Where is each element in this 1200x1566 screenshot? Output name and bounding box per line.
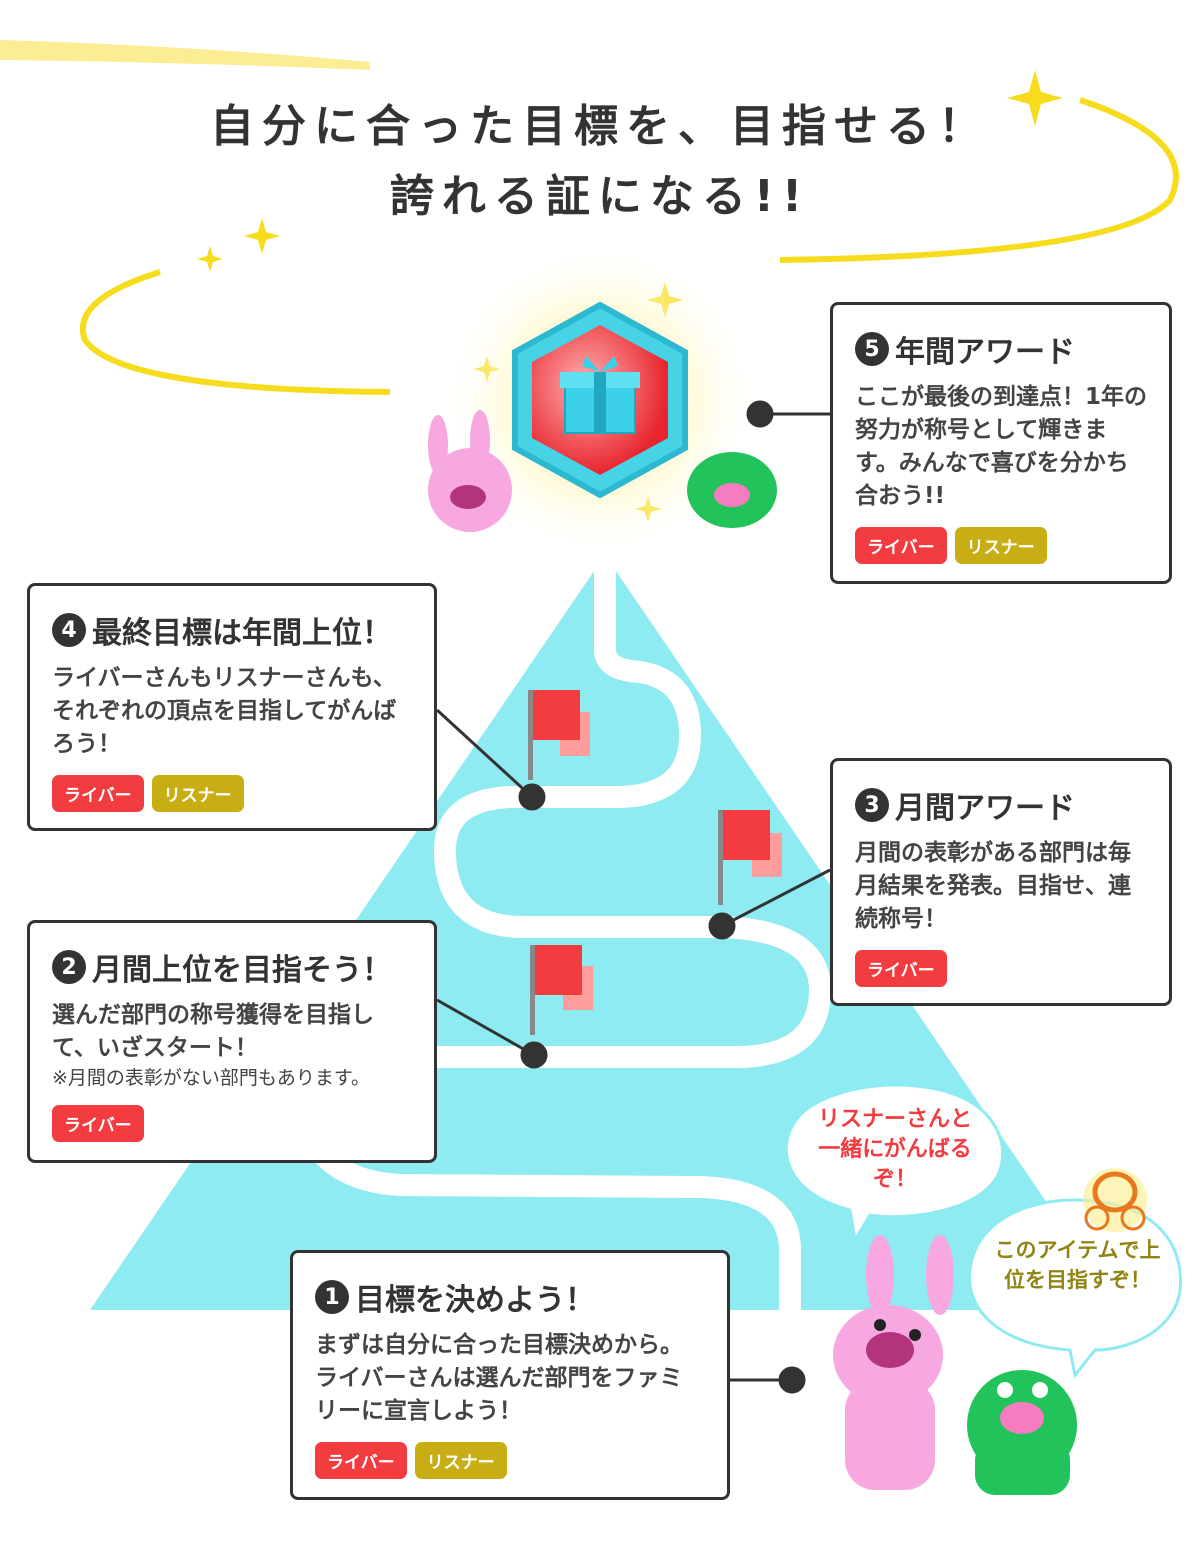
swoosh-right xyxy=(779,97,1179,263)
step-title: 目標を決めよう！ xyxy=(355,1283,595,1318)
step-title: 月間上位を目指そう！ xyxy=(92,953,392,988)
tag-liver: ライバー xyxy=(315,1442,407,1479)
step-number: 3 xyxy=(855,788,889,822)
step-text: ここが最後の到達点！1年の努力が称号として輝きます。みんなで喜びを分かち合おう!… xyxy=(855,384,1148,509)
step-number: 2 xyxy=(52,950,86,984)
headline-line-2: 誇れる証になる!! xyxy=(389,171,811,222)
rabbit-speech-bubble xyxy=(784,1083,1004,1245)
step-text: 選んだ部門の称号獲得を目指して、いざスタート！ xyxy=(52,1002,374,1061)
carriage-icon xyxy=(1083,1168,1147,1232)
flag-icon xyxy=(718,810,782,905)
headline-line-1: 自分に合った目標を、目指せる！ xyxy=(210,101,990,152)
step-text: ライバーさんもリスナーさんも、それぞれの頂点を目指してがんばろう！ xyxy=(52,665,397,757)
tag-listener: リスナー xyxy=(151,775,244,812)
frog-speech-text: このアイテムで上位を目指すぞ！ xyxy=(994,1238,1161,1292)
yellow-streak xyxy=(0,40,370,70)
step-note: ※月間の表彰がない部門もあります。 xyxy=(52,1067,371,1089)
step-title: 最終目標は年間上位！ xyxy=(92,616,392,651)
rabbit-speech-text: リスナーさんと一緒にがんばるぞ！ xyxy=(817,1107,972,1192)
gift-icon xyxy=(560,356,640,434)
flag-icon xyxy=(530,945,593,1035)
step-number: 5 xyxy=(855,332,889,366)
step-number: 4 xyxy=(52,613,86,647)
tag-listener: リスナー xyxy=(954,527,1047,564)
flag-icon xyxy=(528,690,590,780)
rabbit-character-icon xyxy=(833,1235,954,1490)
tag-liver: ライバー xyxy=(855,527,947,564)
step-title: 年間アワード xyxy=(895,335,1075,370)
frog-small-icon xyxy=(687,452,777,528)
frog-speech-bubble xyxy=(968,1198,1182,1379)
tag-liver: ライバー xyxy=(52,1105,144,1142)
tag-liver: ライバー xyxy=(855,950,947,987)
step-number: 1 xyxy=(315,1280,349,1314)
winding-path xyxy=(284,555,831,1310)
step-text: まずは自分に合った目標決めから。ライバーさんは選んだ部門をファミリーに宣言しよう… xyxy=(315,1332,683,1424)
step-text: 月間の表彰がある部門は毎月結果を発表。目指せ、連続称号！ xyxy=(855,840,1131,932)
rabbit-small-icon xyxy=(428,410,512,532)
swoosh-left xyxy=(79,269,391,395)
step-title: 月間アワード xyxy=(895,791,1075,826)
connectors xyxy=(435,400,831,1394)
tag-listener: リスナー xyxy=(414,1442,507,1479)
frog-character-icon xyxy=(967,1370,1077,1495)
tag-liver: ライバー xyxy=(52,775,144,812)
